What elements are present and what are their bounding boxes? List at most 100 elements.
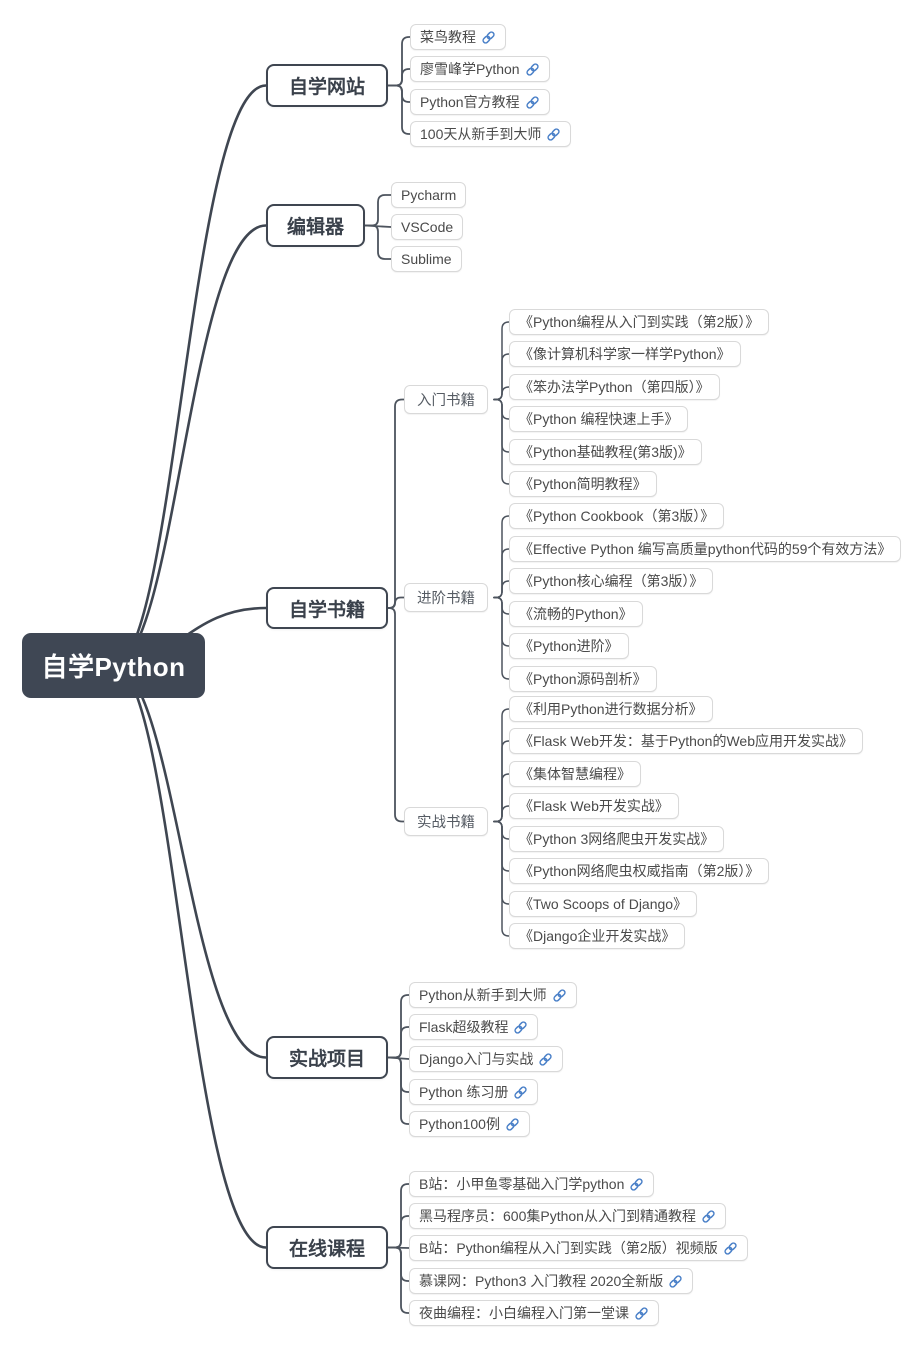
chain-link-icon[interactable] (481, 30, 496, 45)
leaf-node[interactable]: Python从新手到大师 (409, 982, 577, 1008)
node-label: 《利用Python进行数据分析》 (519, 701, 703, 717)
connector-line (493, 820, 510, 937)
leaf-node[interactable]: B站：Python编程从入门到实践（第2版）视频版 (409, 1235, 748, 1261)
leaf-node[interactable]: 100天从新手到大师 (410, 121, 572, 147)
node-label: Sublime (401, 251, 452, 267)
node-label: 黑马程序员：600集Python从入门到精通教程 (419, 1208, 696, 1224)
leaf-node[interactable]: 《Python Cookbook（第3版）》 (509, 503, 725, 529)
node-label: 《Django企业开发实战》 (519, 928, 676, 944)
leaf-node[interactable]: 《流畅的Python》 (509, 601, 643, 627)
node-label: 实战项目 (288, 1049, 365, 1070)
leaf-node[interactable]: 夜曲编程：小白编程入门第一堂课 (409, 1300, 659, 1326)
connector-line (387, 596, 405, 609)
node-label: 《Python进阶》 (519, 638, 619, 654)
connector-line (387, 1026, 410, 1059)
chain-link-icon[interactable] (552, 988, 567, 1003)
leaf-node[interactable]: 黑马程序员：600集Python从入门到精通教程 (409, 1203, 726, 1229)
branch-node-books[interactable]: 自学书籍 (266, 587, 388, 629)
leaf-node[interactable]: Sublime (391, 246, 462, 272)
chain-link-icon[interactable] (634, 1306, 649, 1321)
node-label: 《Python源码剖析》 (519, 671, 647, 687)
leaf-node[interactable]: Pycharm (391, 182, 467, 208)
leaf-node[interactable]: 《Two Scoops of Django》 (509, 891, 698, 917)
node-label: 自学Python (41, 652, 186, 682)
chain-link-icon[interactable] (538, 1052, 553, 1067)
chain-link-icon[interactable] (546, 127, 561, 142)
node-label: 《Flask Web开发：基于Python的Web应用开发实战》 (519, 733, 853, 749)
node-label: Python官方教程 (420, 94, 520, 110)
sub-branch-node-practical-books[interactable]: 实战书籍 (404, 807, 488, 836)
leaf-node[interactable]: 《Python 编程快速上手》 (509, 406, 689, 432)
leaf-node[interactable]: 《Python进阶》 (509, 633, 629, 659)
leaf-node[interactable]: 《Python简明教程》 (509, 471, 657, 497)
node-label: 《笨办法学Python（第四版）》 (519, 379, 710, 395)
leaf-node[interactable]: 《Flask Web开发实战》 (509, 793, 679, 819)
chain-link-icon[interactable] (525, 95, 540, 110)
node-label: 《Python编程从入门到实践（第2版）》 (519, 314, 760, 330)
node-label: 《Python基础教程(第3版)》 (519, 444, 692, 460)
leaf-node[interactable]: 《笨办法学Python（第四版）》 (509, 374, 720, 400)
node-label: 菜鸟教程 (420, 29, 476, 45)
chain-link-icon[interactable] (525, 62, 540, 77)
sub-branch-node-advanced-books[interactable]: 进阶书籍 (404, 583, 488, 612)
leaf-node[interactable]: Python100例 (409, 1111, 530, 1137)
node-label: 入门书籍 (417, 393, 475, 409)
leaf-node[interactable]: 《Python编程从入门到实践（第2版）》 (509, 309, 770, 335)
node-label: 《Python网络爬虫权威指南（第2版）》 (519, 863, 760, 879)
leaf-node[interactable]: 《Django企业开发实战》 (509, 923, 686, 949)
leaf-node[interactable]: 《Python网络爬虫权威指南（第2版）》 (509, 858, 770, 884)
leaf-node[interactable]: 《Python核心编程（第3版）》 (509, 568, 714, 594)
connector-line (387, 84, 411, 135)
chain-link-icon[interactable] (701, 1209, 716, 1224)
branch-node-courses[interactable]: 在线课程 (266, 1226, 388, 1269)
chain-link-icon[interactable] (513, 1020, 528, 1035)
connector-line (387, 1246, 410, 1314)
branch-node-editors[interactable]: 编辑器 (266, 204, 365, 247)
leaf-node[interactable]: 慕课网：Python3 入门教程 2020全新版 (409, 1268, 694, 1294)
leaf-node[interactable]: 《像计算机科学家一样学Python》 (509, 341, 741, 367)
leaf-node[interactable]: Python官方教程 (410, 89, 550, 115)
leaf-node[interactable]: VSCode (391, 214, 464, 240)
root-node[interactable]: 自学Python (22, 633, 205, 698)
node-label: 廖雪峰学Python (420, 61, 520, 77)
node-label: Pycharm (401, 187, 457, 203)
chain-link-icon[interactable] (513, 1085, 528, 1100)
node-label: 《集体智慧编程》 (519, 766, 631, 782)
leaf-node[interactable]: Django入门与实战 (409, 1046, 564, 1072)
node-label: 《像计算机科学家一样学Python》 (519, 346, 731, 362)
sub-branch-node-beginner-books[interactable]: 入门书籍 (404, 385, 488, 414)
node-label: 编辑器 (286, 217, 344, 238)
leaf-node[interactable]: 廖雪峰学Python (410, 56, 550, 82)
leaf-node[interactable]: 《利用Python进行数据分析》 (509, 696, 713, 722)
chain-link-icon[interactable] (629, 1177, 644, 1192)
leaf-node[interactable]: B站：小甲鱼零基础入门学python (409, 1171, 655, 1197)
node-label: 《Flask Web开发实战》 (519, 798, 669, 814)
leaf-node[interactable]: Python 练习册 (409, 1079, 539, 1105)
leaf-node[interactable]: 《Python基础教程(第3版)》 (509, 439, 702, 465)
node-label: Python100例 (419, 1116, 500, 1132)
chain-link-icon[interactable] (505, 1117, 520, 1132)
node-label: 《Two Scoops of Django》 (519, 896, 688, 912)
node-label: 《流畅的Python》 (519, 606, 633, 622)
node-label: 实战书籍 (417, 815, 475, 831)
chain-link-icon[interactable] (723, 1241, 738, 1256)
chain-link-icon[interactable] (668, 1274, 683, 1289)
connector-line (387, 1246, 410, 1282)
leaf-node[interactable]: 《Python 3网络爬虫开发实战》 (509, 826, 725, 852)
connector-line (387, 1056, 410, 1093)
connector-line (387, 1215, 410, 1249)
leaf-node[interactable]: 《Flask Web开发：基于Python的Web应用开发实战》 (509, 728, 863, 754)
leaf-node[interactable]: Flask超级教程 (409, 1014, 539, 1040)
node-label: 100天从新手到大师 (420, 126, 542, 142)
leaf-node[interactable]: 《Effective Python 编写高质量python代码的59个有效方法》 (509, 536, 902, 562)
branch-node-websites[interactable]: 自学网站 (266, 64, 388, 107)
node-label: 进阶书籍 (417, 591, 475, 607)
leaf-node[interactable]: 《集体智慧编程》 (509, 761, 641, 787)
branch-node-projects[interactable]: 实战项目 (266, 1036, 388, 1079)
node-label: Flask超级教程 (419, 1019, 509, 1035)
node-label: 自学书籍 (288, 599, 365, 621)
leaf-node[interactable]: 菜鸟教程 (410, 24, 506, 50)
leaf-node[interactable]: 《Python源码剖析》 (509, 666, 657, 692)
node-label: 《Effective Python 编写高质量python代码的59个有效方法》 (519, 541, 892, 557)
